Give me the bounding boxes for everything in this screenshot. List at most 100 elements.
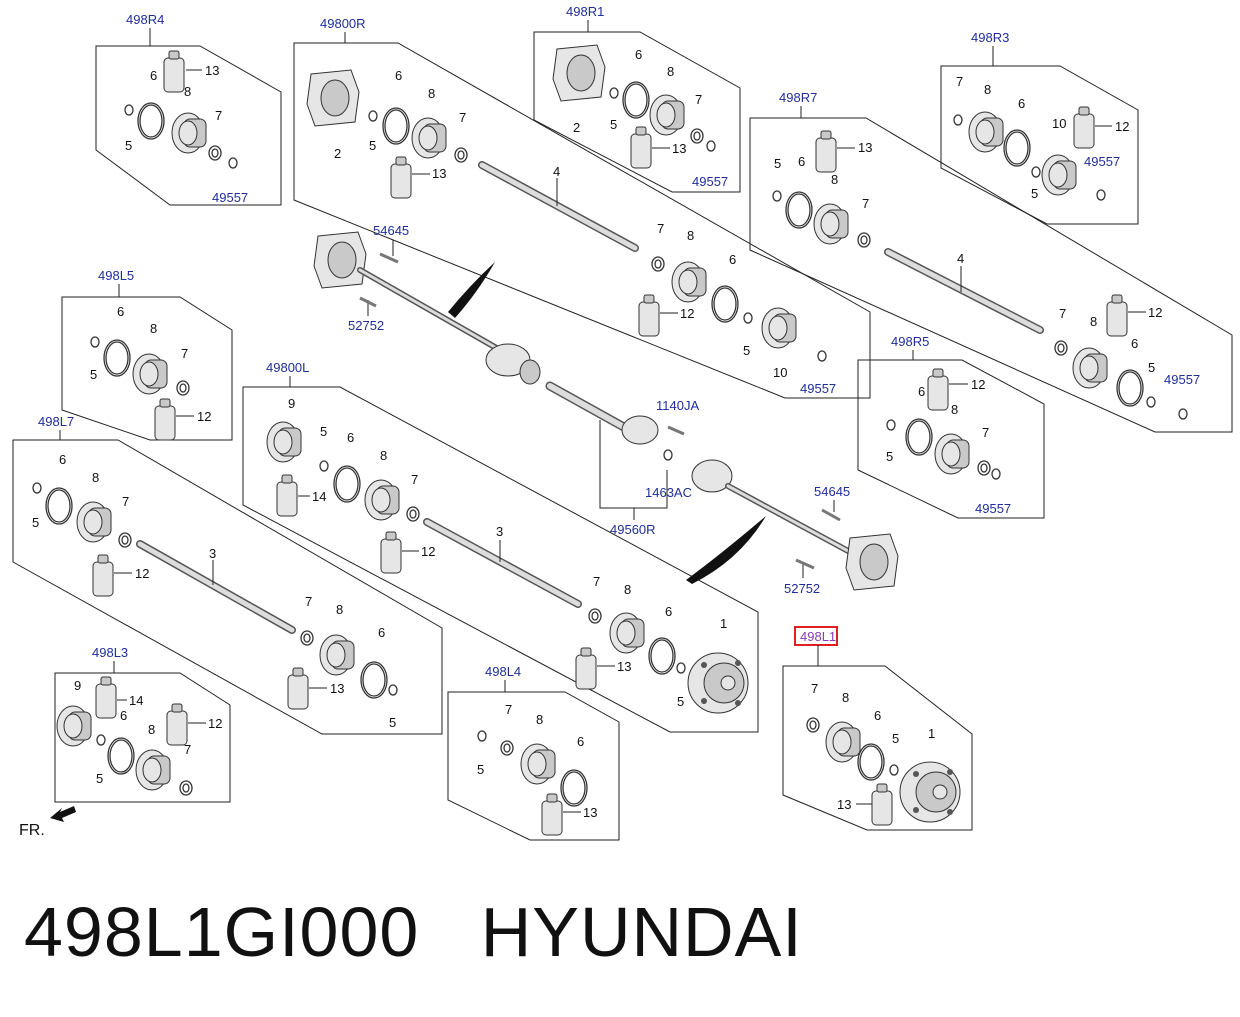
group-498R3: 498R3 7 8 6 10 12 49557 5 xyxy=(940,30,1139,225)
svg-text:5: 5 xyxy=(743,343,750,358)
svg-text:7: 7 xyxy=(657,221,664,236)
highlight-box xyxy=(794,626,838,646)
svg-text:13: 13 xyxy=(617,659,631,674)
svg-text:6: 6 xyxy=(729,252,736,267)
exploded-parts-diagram: 498R4 13 6 8 5 7 49557 49800R 2 6 8 5 7 … xyxy=(12,4,1233,841)
svg-text:49557: 49557 xyxy=(212,190,248,205)
svg-text:5: 5 xyxy=(96,771,103,786)
svg-text:5: 5 xyxy=(1031,186,1038,201)
group-498L3: 498L3 9 14 6 12 8 5 7 xyxy=(54,645,231,803)
svg-text:13: 13 xyxy=(205,63,219,78)
svg-text:8: 8 xyxy=(150,321,157,336)
svg-text:7: 7 xyxy=(982,425,989,440)
svg-text:7: 7 xyxy=(305,594,312,609)
front-direction-indicator: FR. xyxy=(19,806,76,839)
svg-text:7: 7 xyxy=(695,92,702,107)
svg-text:8: 8 xyxy=(842,690,849,705)
svg-text:4: 4 xyxy=(553,164,560,179)
svg-text:1: 1 xyxy=(720,616,727,631)
svg-text:1: 1 xyxy=(928,726,935,741)
svg-text:14: 14 xyxy=(312,489,326,504)
group-code-49800R[interactable]: 49800R xyxy=(320,16,366,31)
label-52752-upper[interactable]: 52752 xyxy=(348,318,384,333)
svg-text:8: 8 xyxy=(667,64,674,79)
svg-text:6: 6 xyxy=(347,430,354,445)
group-498L1: 498L1 7 8 6 5 1 13 xyxy=(782,626,973,831)
svg-text:6: 6 xyxy=(120,708,127,723)
svg-text:5: 5 xyxy=(90,367,97,382)
group-49800L: 49800L 9 5 6 8 7 14 12 3 7 8 6 1 13 5 xyxy=(242,360,759,733)
label-49560R[interactable]: 49560R xyxy=(610,522,656,537)
group-498R1: 498R1 2 6 8 5 7 13 49557 xyxy=(533,4,741,193)
group-code-498R3[interactable]: 498R3 xyxy=(971,30,1009,45)
svg-text:13: 13 xyxy=(432,166,446,181)
svg-text:5: 5 xyxy=(677,694,684,709)
svg-text:7: 7 xyxy=(505,702,512,717)
group-code-498L1[interactable]: 498L1 xyxy=(800,629,836,644)
svg-text:4: 4 xyxy=(957,251,964,266)
label-54645-upper[interactable]: 54645 xyxy=(373,223,409,238)
svg-text:6: 6 xyxy=(395,68,402,83)
svg-text:10: 10 xyxy=(773,365,787,380)
svg-text:12: 12 xyxy=(421,544,435,559)
group-code-498R7[interactable]: 498R7 xyxy=(779,90,817,105)
group-code-498L3[interactable]: 498L3 xyxy=(92,645,128,660)
svg-text:12: 12 xyxy=(208,716,222,731)
group-code-498R4[interactable]: 498R4 xyxy=(126,12,164,27)
label-54645-lower[interactable]: 54645 xyxy=(814,484,850,499)
svg-text:8: 8 xyxy=(184,84,191,99)
svg-text:5: 5 xyxy=(886,449,893,464)
svg-text:7: 7 xyxy=(215,108,222,123)
svg-text:7: 7 xyxy=(459,110,466,125)
svg-text:6: 6 xyxy=(874,708,881,723)
svg-text:6: 6 xyxy=(150,68,157,83)
svg-text:8: 8 xyxy=(428,86,435,101)
group-code-498R5[interactable]: 498R5 xyxy=(891,334,929,349)
svg-text:10: 10 xyxy=(1052,116,1066,131)
group-code-498L7[interactable]: 498L7 xyxy=(38,414,74,429)
svg-text:49557: 49557 xyxy=(800,381,836,396)
group-code-498R1[interactable]: 498R1 xyxy=(566,4,604,19)
label-1140JA[interactable]: 1140JA xyxy=(656,398,699,413)
part-number: 498L1GI000 xyxy=(24,893,420,971)
svg-text:13: 13 xyxy=(330,681,344,696)
svg-text:5: 5 xyxy=(892,731,899,746)
svg-text:8: 8 xyxy=(624,582,631,597)
svg-text:12: 12 xyxy=(1115,119,1129,134)
svg-text:6: 6 xyxy=(1018,96,1025,111)
svg-text:6: 6 xyxy=(378,625,385,640)
svg-text:7: 7 xyxy=(181,346,188,361)
svg-text:5: 5 xyxy=(477,762,484,777)
svg-text:6: 6 xyxy=(635,47,642,62)
svg-text:6: 6 xyxy=(918,384,925,399)
svg-text:13: 13 xyxy=(672,141,686,156)
svg-text:13: 13 xyxy=(837,797,851,812)
svg-text:8: 8 xyxy=(1090,314,1097,329)
svg-text:3: 3 xyxy=(496,524,503,539)
svg-text:9: 9 xyxy=(74,678,81,693)
svg-text:6: 6 xyxy=(798,154,805,169)
group-code-498L4[interactable]: 498L4 xyxy=(485,664,521,679)
svg-text:5: 5 xyxy=(320,424,327,439)
svg-text:8: 8 xyxy=(687,228,694,243)
svg-text:7: 7 xyxy=(122,494,129,509)
part-caption: 498L1GI000 HYUNDAI xyxy=(24,892,803,972)
svg-text:49557: 49557 xyxy=(1084,154,1120,169)
group-498L5: 498L5 6 8 5 7 12 xyxy=(61,268,233,441)
svg-text:49557: 49557 xyxy=(975,501,1011,516)
svg-text:8: 8 xyxy=(831,172,838,187)
svg-text:13: 13 xyxy=(858,140,872,155)
label-1463AC[interactable]: 1463AC xyxy=(645,485,692,500)
svg-text:5: 5 xyxy=(389,715,396,730)
group-498R7: 498R7 5 6 13 8 7 4 7 8 12 6 5 49557 xyxy=(749,90,1233,433)
label-52752-lower[interactable]: 52752 xyxy=(784,581,820,596)
group-code-49800L[interactable]: 49800L xyxy=(266,360,309,375)
svg-text:5: 5 xyxy=(774,156,781,171)
group-498R5: 498R5 12 6 8 5 7 49557 xyxy=(857,334,1045,519)
group-code-498L5[interactable]: 498L5 xyxy=(98,268,134,283)
group-498L7: 498L7 6 8 5 7 12 3 7 8 6 13 5 xyxy=(12,414,443,735)
svg-text:7: 7 xyxy=(1059,306,1066,321)
svg-text:8: 8 xyxy=(92,470,99,485)
front-arrow-icon xyxy=(50,806,76,822)
svg-text:5: 5 xyxy=(369,138,376,153)
